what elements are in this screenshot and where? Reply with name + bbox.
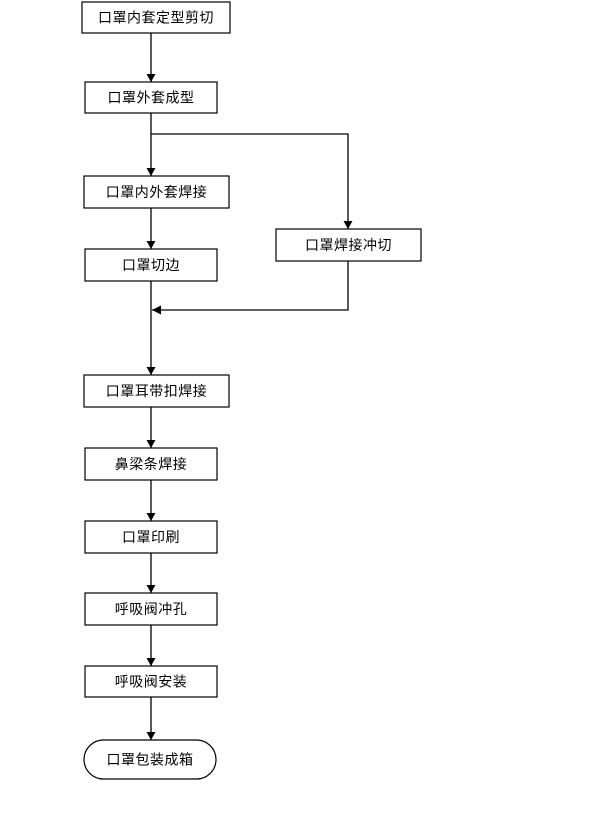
flow-node-n10[interactable]: 呼吸阀安装 (84, 665, 218, 698)
node-label: 口罩切边 (122, 258, 180, 274)
arrowhead-down (146, 168, 156, 176)
arrowhead-down (146, 367, 156, 375)
arrowhead-down (146, 74, 156, 82)
arrowhead-down (146, 585, 156, 593)
node-label: 呼吸阀冲孔 (115, 602, 188, 618)
flow-node-n2[interactable]: 口罩外套成型 (84, 81, 218, 114)
node-label: 呼吸阀安装 (115, 675, 188, 691)
terminator-shape (83, 739, 217, 780)
flow-node-n4[interactable]: 口罩切边 (84, 248, 218, 282)
connector-segment (151, 133, 349, 229)
node-label: 口罩内外套焊接 (106, 184, 208, 201)
connector-n3-to-n4 (146, 208, 156, 249)
arrowhead-down (146, 241, 156, 249)
flow-node-n3[interactable]: 口罩内外套焊接 (83, 175, 230, 209)
connector-n4-to-n6 (146, 281, 156, 375)
connector-n5-to-n4 (152, 261, 349, 315)
process-box-shape (275, 228, 422, 262)
arrowhead-down (343, 221, 353, 229)
node-label: 口罩焊接冲切 (305, 237, 392, 254)
node-label: 鼻梁条焊接 (115, 456, 188, 473)
process-box-shape (84, 248, 218, 282)
flow-node-n1[interactable]: 口罩内套定型剪切 (81, 1, 231, 34)
connector-n7-to-n8 (146, 480, 156, 521)
connector-n2-to-n3 (146, 113, 156, 176)
arrowhead-down (146, 440, 156, 448)
connector-n9-to-n10 (146, 625, 156, 666)
process-box-shape (81, 1, 231, 34)
node-label: 口罩印刷 (122, 530, 180, 546)
connector-segment (152, 261, 349, 311)
connector-n10-to-n11 (146, 697, 156, 740)
process-box-shape (84, 81, 218, 114)
arrowhead-down (146, 658, 156, 666)
node-label: 口罩外套成型 (108, 91, 195, 107)
flow-node-n6[interactable]: 口罩耳带扣焊接 (83, 374, 230, 408)
connector-n1-to-n2 (146, 33, 156, 82)
flow-node-n9[interactable]: 呼吸阀冲孔 (84, 592, 218, 626)
connector-n2-to-n5 (151, 133, 353, 229)
flow-node-n5[interactable]: 口罩焊接冲切 (275, 228, 422, 262)
arrowhead-left (152, 305, 161, 315)
node-label: 口罩内套定型剪切 (98, 11, 214, 27)
connector-n6-to-n7 (146, 407, 156, 448)
process-box-shape (84, 447, 218, 481)
flow-node-n7[interactable]: 鼻梁条焊接 (84, 447, 218, 481)
flow-node-n8[interactable]: 口罩印刷 (84, 520, 218, 554)
connector-n8-to-n9 (146, 553, 156, 593)
process-box-shape (84, 592, 218, 626)
process-box-shape (83, 374, 230, 408)
process-box-shape (83, 175, 230, 209)
node-label: 口罩耳带扣焊接 (106, 383, 208, 400)
process-box-shape (84, 520, 218, 554)
flow-node-n11[interactable]: 口罩包装成箱 (83, 739, 217, 780)
process-box-shape (84, 665, 218, 698)
connector-layer (146, 33, 353, 740)
node-label: 口罩包装成箱 (107, 753, 194, 769)
arrowhead-down (146, 732, 156, 740)
arrowhead-down (146, 513, 156, 521)
